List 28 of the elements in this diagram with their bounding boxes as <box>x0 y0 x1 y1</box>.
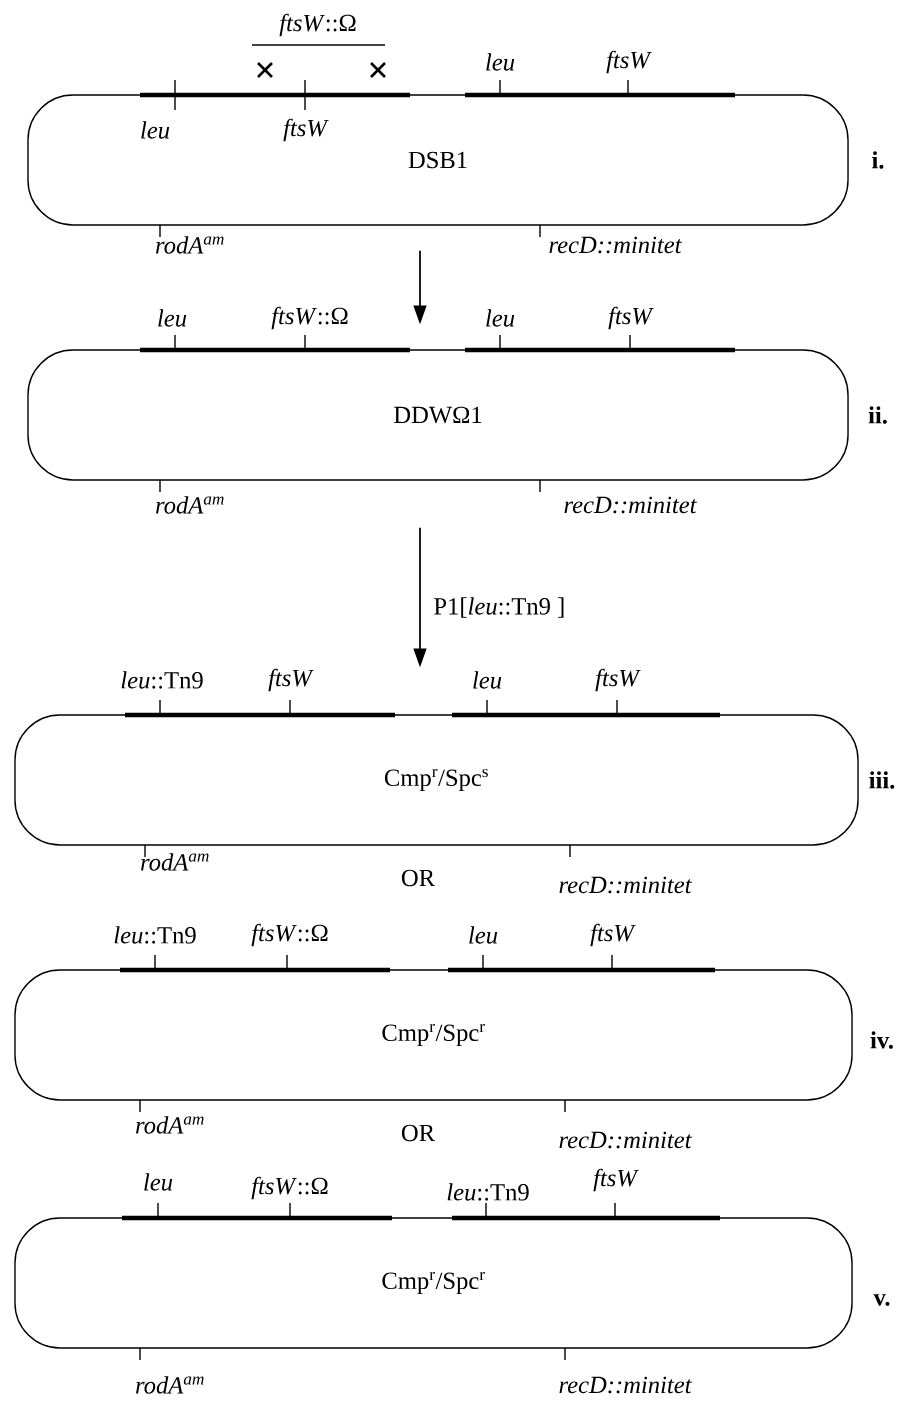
edge-label: P1[leu::Tn9 ] <box>432 596 567 619</box>
panel-number: iv. <box>870 1031 893 1049</box>
chromosome-capsule: Cmp$^{r}$/Spc$^{r}$ <box>14 969 853 1101</box>
panel-number: iii. <box>869 771 895 789</box>
gene-label: ftsW <box>590 923 636 947</box>
gene-label: ftsW::Ω <box>279 13 356 37</box>
gene-label: leu <box>486 309 515 327</box>
gene-label: ftsW <box>595 668 641 692</box>
panel-number: v. <box>873 1294 890 1306</box>
gene-label: OR <box>401 869 436 887</box>
gene-label: leu <box>473 671 502 689</box>
gene-label: leu::Tn9 <box>121 671 203 689</box>
gene-label: ftsW::Ω <box>251 923 328 947</box>
chromosome-capsule: Cmp$^{r}$/Spc$^{s}$ <box>14 714 859 846</box>
gene-label: leu <box>141 121 170 139</box>
gene-label: leu::Tn9 <box>114 926 196 944</box>
gene-label: ftsW <box>283 118 329 142</box>
chromosome-capsule: DDWΩ1 <box>27 349 849 481</box>
gene-label: leu <box>158 309 187 327</box>
gene-label: leu <box>486 53 515 71</box>
gene-label: leu <box>469 926 498 944</box>
panel-number: ii. <box>868 406 887 424</box>
panel-number: i. <box>872 151 884 169</box>
gene-label: ftsW <box>593 1168 639 1192</box>
gene-label: ftsW <box>268 668 314 692</box>
gene-label: leu <box>144 1173 173 1191</box>
gene-label: OR <box>401 1124 436 1142</box>
chromosome-capsule: Cmp$^{r}$/Spc$^{r}$ <box>14 1217 853 1349</box>
